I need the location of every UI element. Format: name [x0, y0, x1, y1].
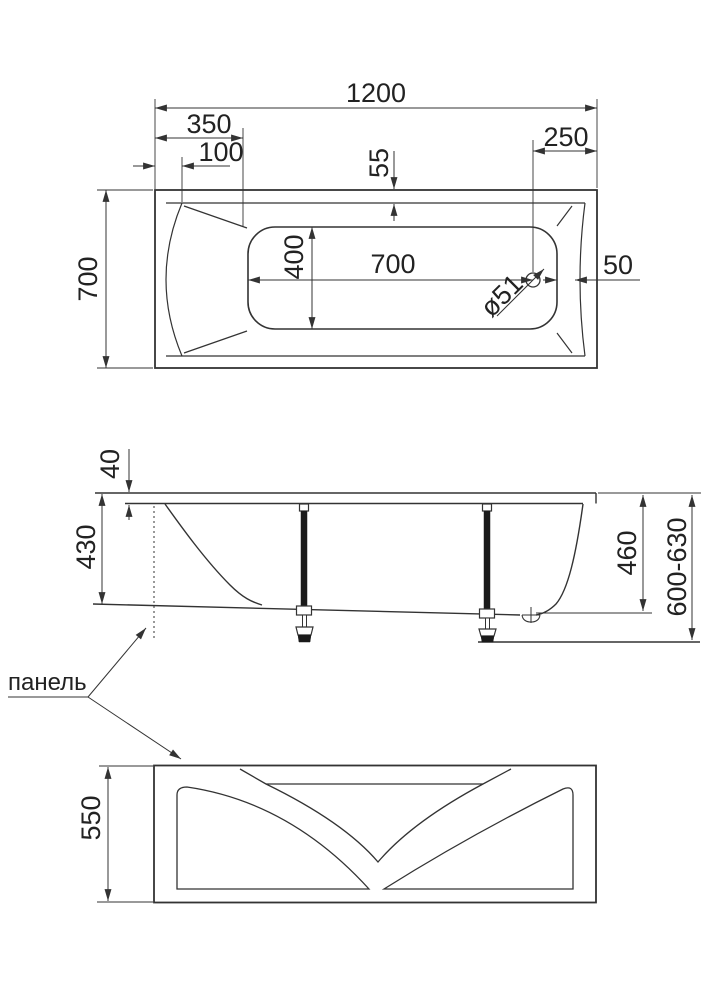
panel-relief-center-swoosh: [239, 768, 512, 864]
dim-body-height: 460: [612, 530, 642, 575]
slope-diagonal-bottom-left: [183, 330, 248, 354]
corner-diagonal-bottom-right: [556, 332, 573, 354]
dim-rim-lip: 55: [364, 148, 394, 178]
foot-cone: [478, 628, 497, 637]
backrest-arc: [165, 202, 183, 357]
front-panel-view: 550: [76, 764, 597, 904]
dim-inner-depth: 430: [71, 524, 101, 569]
dim-overall-width: 700: [73, 256, 103, 301]
dim-panel-height: 550: [76, 795, 106, 840]
dim-slope-offset: 100: [198, 137, 243, 167]
support-leg-right: [478, 503, 497, 643]
dim-overall-height: 600-630: [662, 517, 692, 616]
leg-base-plate: [478, 608, 496, 619]
panel-relief-left: [176, 786, 371, 890]
dim-rim-thickness: 40: [95, 449, 125, 479]
foot-pad: [297, 634, 312, 643]
foot-pad: [480, 635, 495, 643]
backrest-profile-curve: [164, 503, 263, 606]
dim-basin-width: 400: [279, 234, 309, 279]
dim-drain-diameter: ø51: [475, 269, 529, 323]
leg-screw: [485, 617, 490, 630]
panel-leader-to-side-view: [87, 627, 147, 698]
support-leg-left: [295, 503, 314, 643]
drain-cup: [521, 614, 541, 623]
leg-top-bracket: [481, 503, 493, 512]
dim-drain-offset: 250: [543, 122, 588, 152]
leg-post: [300, 510, 308, 607]
leg-post: [483, 510, 491, 610]
slope-diagonal-top-left: [183, 205, 248, 229]
panel-outline: [153, 764, 597, 904]
dim-overall-length: 1200: [346, 78, 406, 108]
drain-leader-line: [496, 268, 545, 317]
top-view: 1200 350 100 250 55 700 50 ø51 400 700: [73, 78, 640, 369]
side-view: 40 430 460 600-630: [71, 449, 701, 643]
panel-label: панель: [8, 669, 87, 696]
tub-outer-rim: [154, 189, 598, 369]
leg-screw: [302, 614, 307, 628]
corner-diagonal-top-right: [556, 205, 573, 227]
panel-relief-right: [381, 787, 574, 890]
dim-basin-length: 700: [370, 249, 415, 279]
foot-cone: [295, 626, 314, 636]
leg-top-bracket: [298, 503, 310, 512]
foot-end-profile-curve: [535, 503, 584, 616]
panel-callout: панель: [8, 627, 182, 760]
dim-basin-offset: 350: [186, 109, 231, 139]
leg-base-plate: [295, 605, 313, 616]
panel-leader-to-front-view: [87, 696, 182, 760]
dim-drain-gap: 50: [603, 250, 633, 280]
